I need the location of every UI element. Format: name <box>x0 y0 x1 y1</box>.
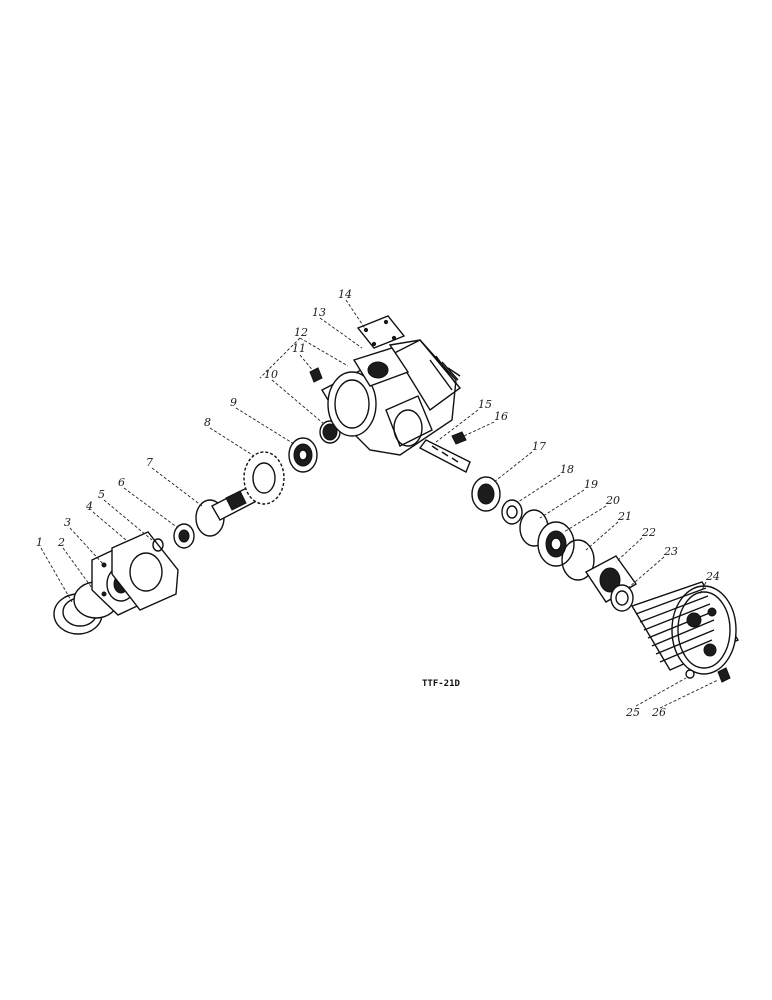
part-8-ring-gear <box>243 451 285 505</box>
part-15-output-shaft <box>418 439 471 473</box>
callout-6: 6 <box>118 476 125 489</box>
callout-24: 24 <box>705 570 720 583</box>
callout-2: 2 <box>57 536 65 549</box>
leader-lines <box>40 299 719 709</box>
callout-4: 4 <box>85 500 93 513</box>
part-16-key <box>451 431 467 445</box>
part-5-snap-ring <box>152 538 164 552</box>
part-23-seal <box>610 584 634 612</box>
callout-18: 18 <box>560 463 574 476</box>
callout-15: 15 <box>478 398 492 411</box>
callout-20: 20 <box>605 494 620 507</box>
part-4-flange-gasket <box>111 531 179 611</box>
part-17-bearing <box>471 476 501 512</box>
part-24-drum <box>630 581 740 675</box>
callout-3: 3 <box>64 516 71 529</box>
callout-11: 11 <box>292 342 306 355</box>
part-6-bearing <box>173 523 195 549</box>
part-20-bearing <box>537 521 575 567</box>
callout-16: 16 <box>494 410 508 423</box>
callout-7: 7 <box>146 456 153 469</box>
callout-22: 22 <box>641 526 656 539</box>
callout-25: 25 <box>625 706 640 719</box>
part-25-plug <box>685 669 695 679</box>
callout-9: 9 <box>230 396 237 409</box>
callout-12: 12 <box>294 326 308 339</box>
gearbox-housing <box>321 339 462 456</box>
callout-23: 23 <box>663 545 678 558</box>
callout-8: 8 <box>204 416 211 429</box>
callout-labels: 1 2 3 4 5 6 7 8 9 10 11 12 13 14 15 16 1… <box>36 288 720 719</box>
callout-19: 19 <box>584 478 598 491</box>
callout-26: 26 <box>651 706 666 719</box>
figure-code: TTF-21D <box>422 679 461 689</box>
part-18-spacer <box>501 499 523 525</box>
part-21-retainer-ring <box>561 539 595 581</box>
part-11-plug <box>309 367 323 383</box>
callout-5: 5 <box>98 488 105 501</box>
callout-13: 13 <box>312 306 326 319</box>
callout-1: 1 <box>36 536 43 549</box>
callout-17: 17 <box>532 440 546 453</box>
callout-10: 10 <box>264 368 278 381</box>
callout-21: 21 <box>617 510 632 523</box>
part-26-fitting <box>717 667 731 683</box>
callout-14: 14 <box>338 288 352 301</box>
part-9-bearing <box>288 437 318 473</box>
